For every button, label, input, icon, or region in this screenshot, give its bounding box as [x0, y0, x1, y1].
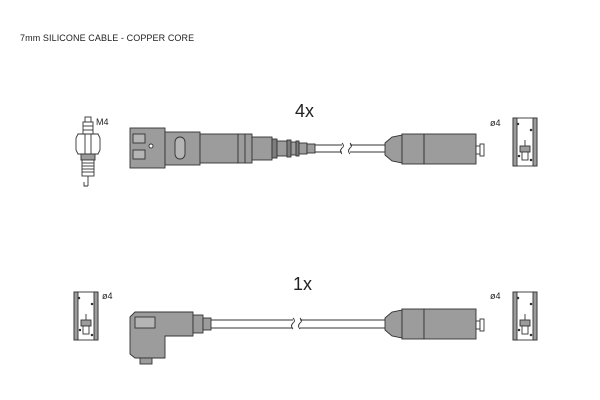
top-boot-connector: [129, 127, 316, 169]
terminal-cross-section-icon: [512, 117, 538, 167]
top-right-diameter-label: ø4: [490, 118, 501, 128]
top-distributor-connector: [384, 133, 485, 165]
terminal-cross-section-icon: [512, 291, 538, 341]
bottom-cable-body: [211, 317, 385, 330]
spark-plug-thread-label: M4: [96, 117, 109, 127]
spark-plug-icon: [75, 116, 101, 187]
bottom-right-diameter-label: ø4: [490, 291, 501, 301]
bottom-distributor-connector: [384, 308, 485, 340]
bottom-angled-connector: [129, 311, 212, 365]
caption-text: 7mm SILICONE CABLE - COPPER CORE: [20, 33, 195, 43]
bottom-left-diameter-label: ø4: [102, 291, 113, 301]
top-cable-quantity: 4x: [295, 101, 315, 121]
top-cable-body: [315, 142, 385, 155]
bottom-cable-quantity: 1x: [293, 274, 313, 294]
terminal-cross-section-icon: [73, 291, 99, 341]
